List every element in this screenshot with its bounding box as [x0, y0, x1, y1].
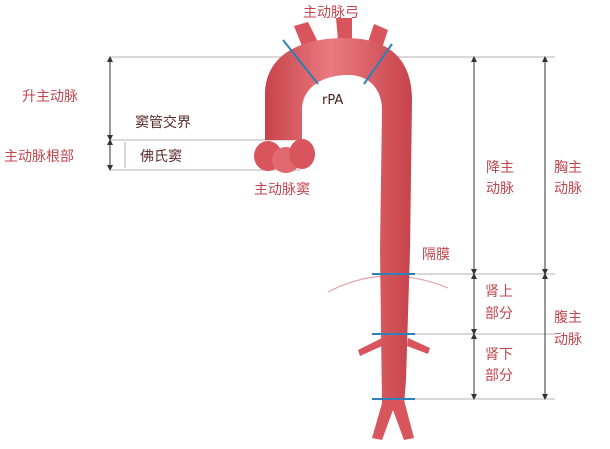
label-abdominal-aorta-1: 腹主 [554, 309, 582, 326]
label-sinus-of-valsalva: 佛氏窦 [140, 149, 182, 165]
marker-arch-left [282, 39, 319, 85]
right-renal-branch [407, 338, 430, 354]
iliac-bifurcation [372, 400, 414, 440]
brachiocephalic-branch [294, 22, 318, 46]
label-descending-aorta-2: 动脉 [486, 181, 514, 197]
marker-arch-right [363, 43, 393, 85]
label-rpa: rPA [322, 93, 343, 108]
label-diaphragm: 隔膜 [422, 247, 450, 263]
label-thoracic-aorta-2: 动脉 [554, 181, 582, 197]
label-infrarenal-2: 部分 [485, 368, 513, 384]
labels: 主动脉弓 升主动脉 窦管交界 主动脉根部 佛氏窦 主动脉窦 rPA 降主 动脉 … [4, 5, 582, 384]
label-descending-aorta-1: 降主 [486, 160, 514, 176]
aorta-vessel [254, 18, 430, 440]
left-renal-branch [358, 338, 382, 356]
label-sinotubular-junction: 窦管交界 [135, 114, 191, 131]
label-suprarenal-2: 部分 [485, 306, 513, 322]
label-suprarenal-1: 肾上 [485, 284, 513, 300]
label-aortic-arch: 主动脉弓 [303, 5, 359, 21]
label-aortic-root: 主动脉根部 [4, 149, 74, 165]
boundary-markers [282, 39, 415, 400]
label-thoracic-aorta-1: 胸主 [554, 160, 582, 176]
dimension-arrows [107, 56, 548, 400]
label-abdominal-aorta-2: 动脉 [554, 332, 582, 348]
label-ascending-aorta: 升主动脉 [22, 89, 78, 105]
left-carotid-branch [336, 18, 352, 40]
label-aortic-sinus: 主动脉窦 [254, 182, 310, 198]
label-infrarenal-1: 肾下 [485, 347, 513, 363]
sinus-bulb-right [289, 139, 315, 169]
aorta-body [265, 38, 412, 405]
